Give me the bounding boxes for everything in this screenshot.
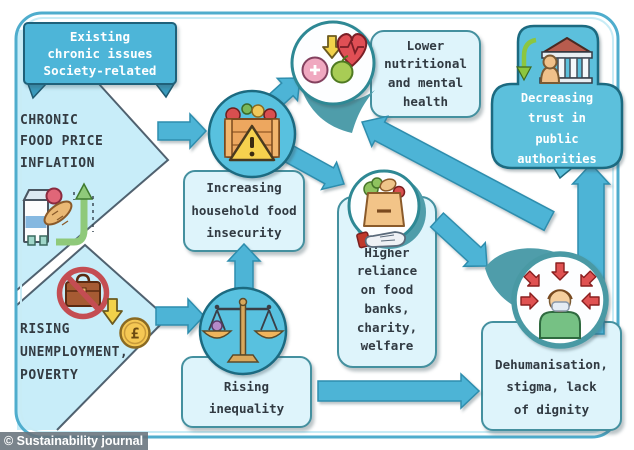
arrow-dehumanisation-to-health [360,115,555,232]
source-credit: © Sustainability journal [0,432,148,450]
node-food-insecurity: Increasing household food insecurity [183,170,305,252]
arrow-insecurity-to-foodbanks [280,143,345,191]
arrow-inequality-to-dehumanisation [317,372,481,410]
node-nutrition-health: Lower nutritional and mental health [370,30,481,118]
pound-symbol: £ [130,325,139,343]
arrow-foodbanks-to-dehumanisation [429,211,488,268]
grocery-donation-icon [356,177,406,249]
node-chronic-inflation: CHRONIC FOOD PRICE INFLATION [20,113,104,171]
nutrition-health-icons [301,33,368,84]
chevron-unemployment [17,245,167,430]
chevron-unemployment-edge [16,243,169,431]
food-crate-warning-icon [224,103,280,162]
apple-icon [330,60,354,84]
down-arrow-icon [322,35,342,59]
node-public-trust-label: Decreasing trust in public authorities [517,91,597,167]
canvas-border [14,11,620,439]
down-arrow-icon [102,298,123,325]
canvas-border-inner [20,17,614,433]
public-authority-icon [515,37,593,84]
arrow-unemployment-to-scales [155,297,206,335]
arrow-inflation-to-crate [157,112,208,150]
unemployment-icon: £ [56,266,151,349]
chevron-inflation [17,30,168,290]
banner-existing-issues: Existing chronic issues Society-related [23,22,177,85]
food-price-icon [22,182,94,246]
node-rising-unemployment: RISING UNEMPLOYMENT, POVERTY [20,322,129,384]
trust-blob-tail [552,167,575,180]
balance-scales-icon [201,297,285,363]
stigma-person-icon [520,262,600,339]
flow-arrows [155,77,612,410]
